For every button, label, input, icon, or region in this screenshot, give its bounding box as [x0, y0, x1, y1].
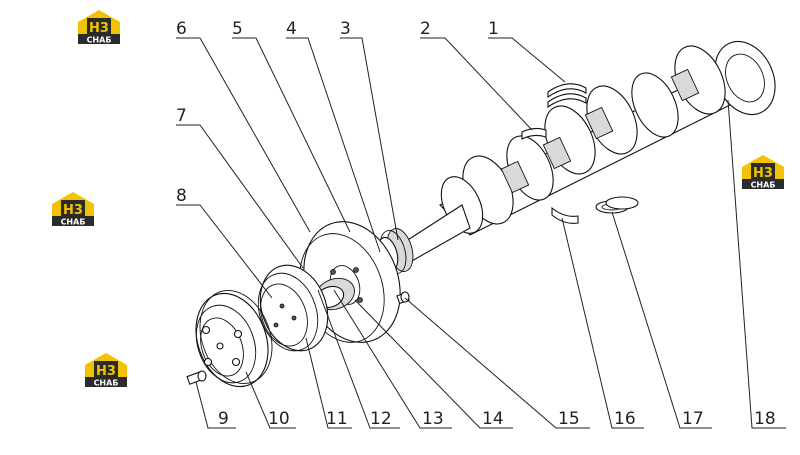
- watermark-logo: Н3 СНАБ: [742, 155, 784, 190]
- callout-12: 12: [370, 409, 392, 429]
- crankshaft: [397, 41, 776, 265]
- thrust-washer-pair: [595, 196, 639, 214]
- pulley-bolt: [186, 370, 207, 385]
- svg-text:СНАБ: СНАБ: [87, 36, 112, 45]
- main-bearing-shell: [521, 127, 547, 140]
- svg-text:Н3: Н3: [63, 203, 83, 218]
- callout-4: 4: [286, 19, 297, 39]
- watermark-logo: Н3 СНАБ: [78, 10, 120, 45]
- callout-14: 14: [482, 409, 504, 429]
- callout-2: 2: [420, 19, 431, 39]
- callout-10: 10: [268, 409, 290, 429]
- svg-text:Н3: Н3: [89, 21, 109, 36]
- svg-text:Н3: Н3: [753, 166, 773, 181]
- callout-9: 9: [218, 409, 229, 429]
- leader-lines: [176, 37, 786, 429]
- svg-text:Н3: Н3: [96, 364, 116, 379]
- svg-text:СНАБ: СНАБ: [751, 181, 776, 190]
- callout-numbers: 1 2 3 4 5 6 7 8 9 10 11 12 13 14 15 16 1…: [176, 19, 776, 429]
- thrust-bearing-lower: [551, 206, 579, 224]
- callout-1: 1: [488, 19, 499, 39]
- callout-5: 5: [232, 19, 243, 39]
- watermark-logo: Н3 СНАБ: [52, 192, 94, 227]
- callout-7: 7: [176, 106, 187, 126]
- svg-text:СНАБ: СНАБ: [61, 218, 86, 227]
- callout-16: 16: [614, 409, 636, 429]
- callout-11: 11: [326, 409, 348, 429]
- callout-13: 13: [422, 409, 444, 429]
- callout-6: 6: [176, 19, 187, 39]
- main-bearing-upper-pair: [547, 83, 587, 109]
- callout-8: 8: [176, 186, 187, 206]
- watermark-logo: Н3 СНАБ: [85, 353, 127, 388]
- pulley-ring: [257, 264, 329, 352]
- v-belt-pulley: [195, 289, 273, 388]
- callout-15: 15: [558, 409, 580, 429]
- callout-3: 3: [340, 19, 351, 39]
- callout-18: 18: [754, 409, 776, 429]
- callout-17: 17: [682, 409, 704, 429]
- svg-text:СНАБ: СНАБ: [94, 379, 119, 388]
